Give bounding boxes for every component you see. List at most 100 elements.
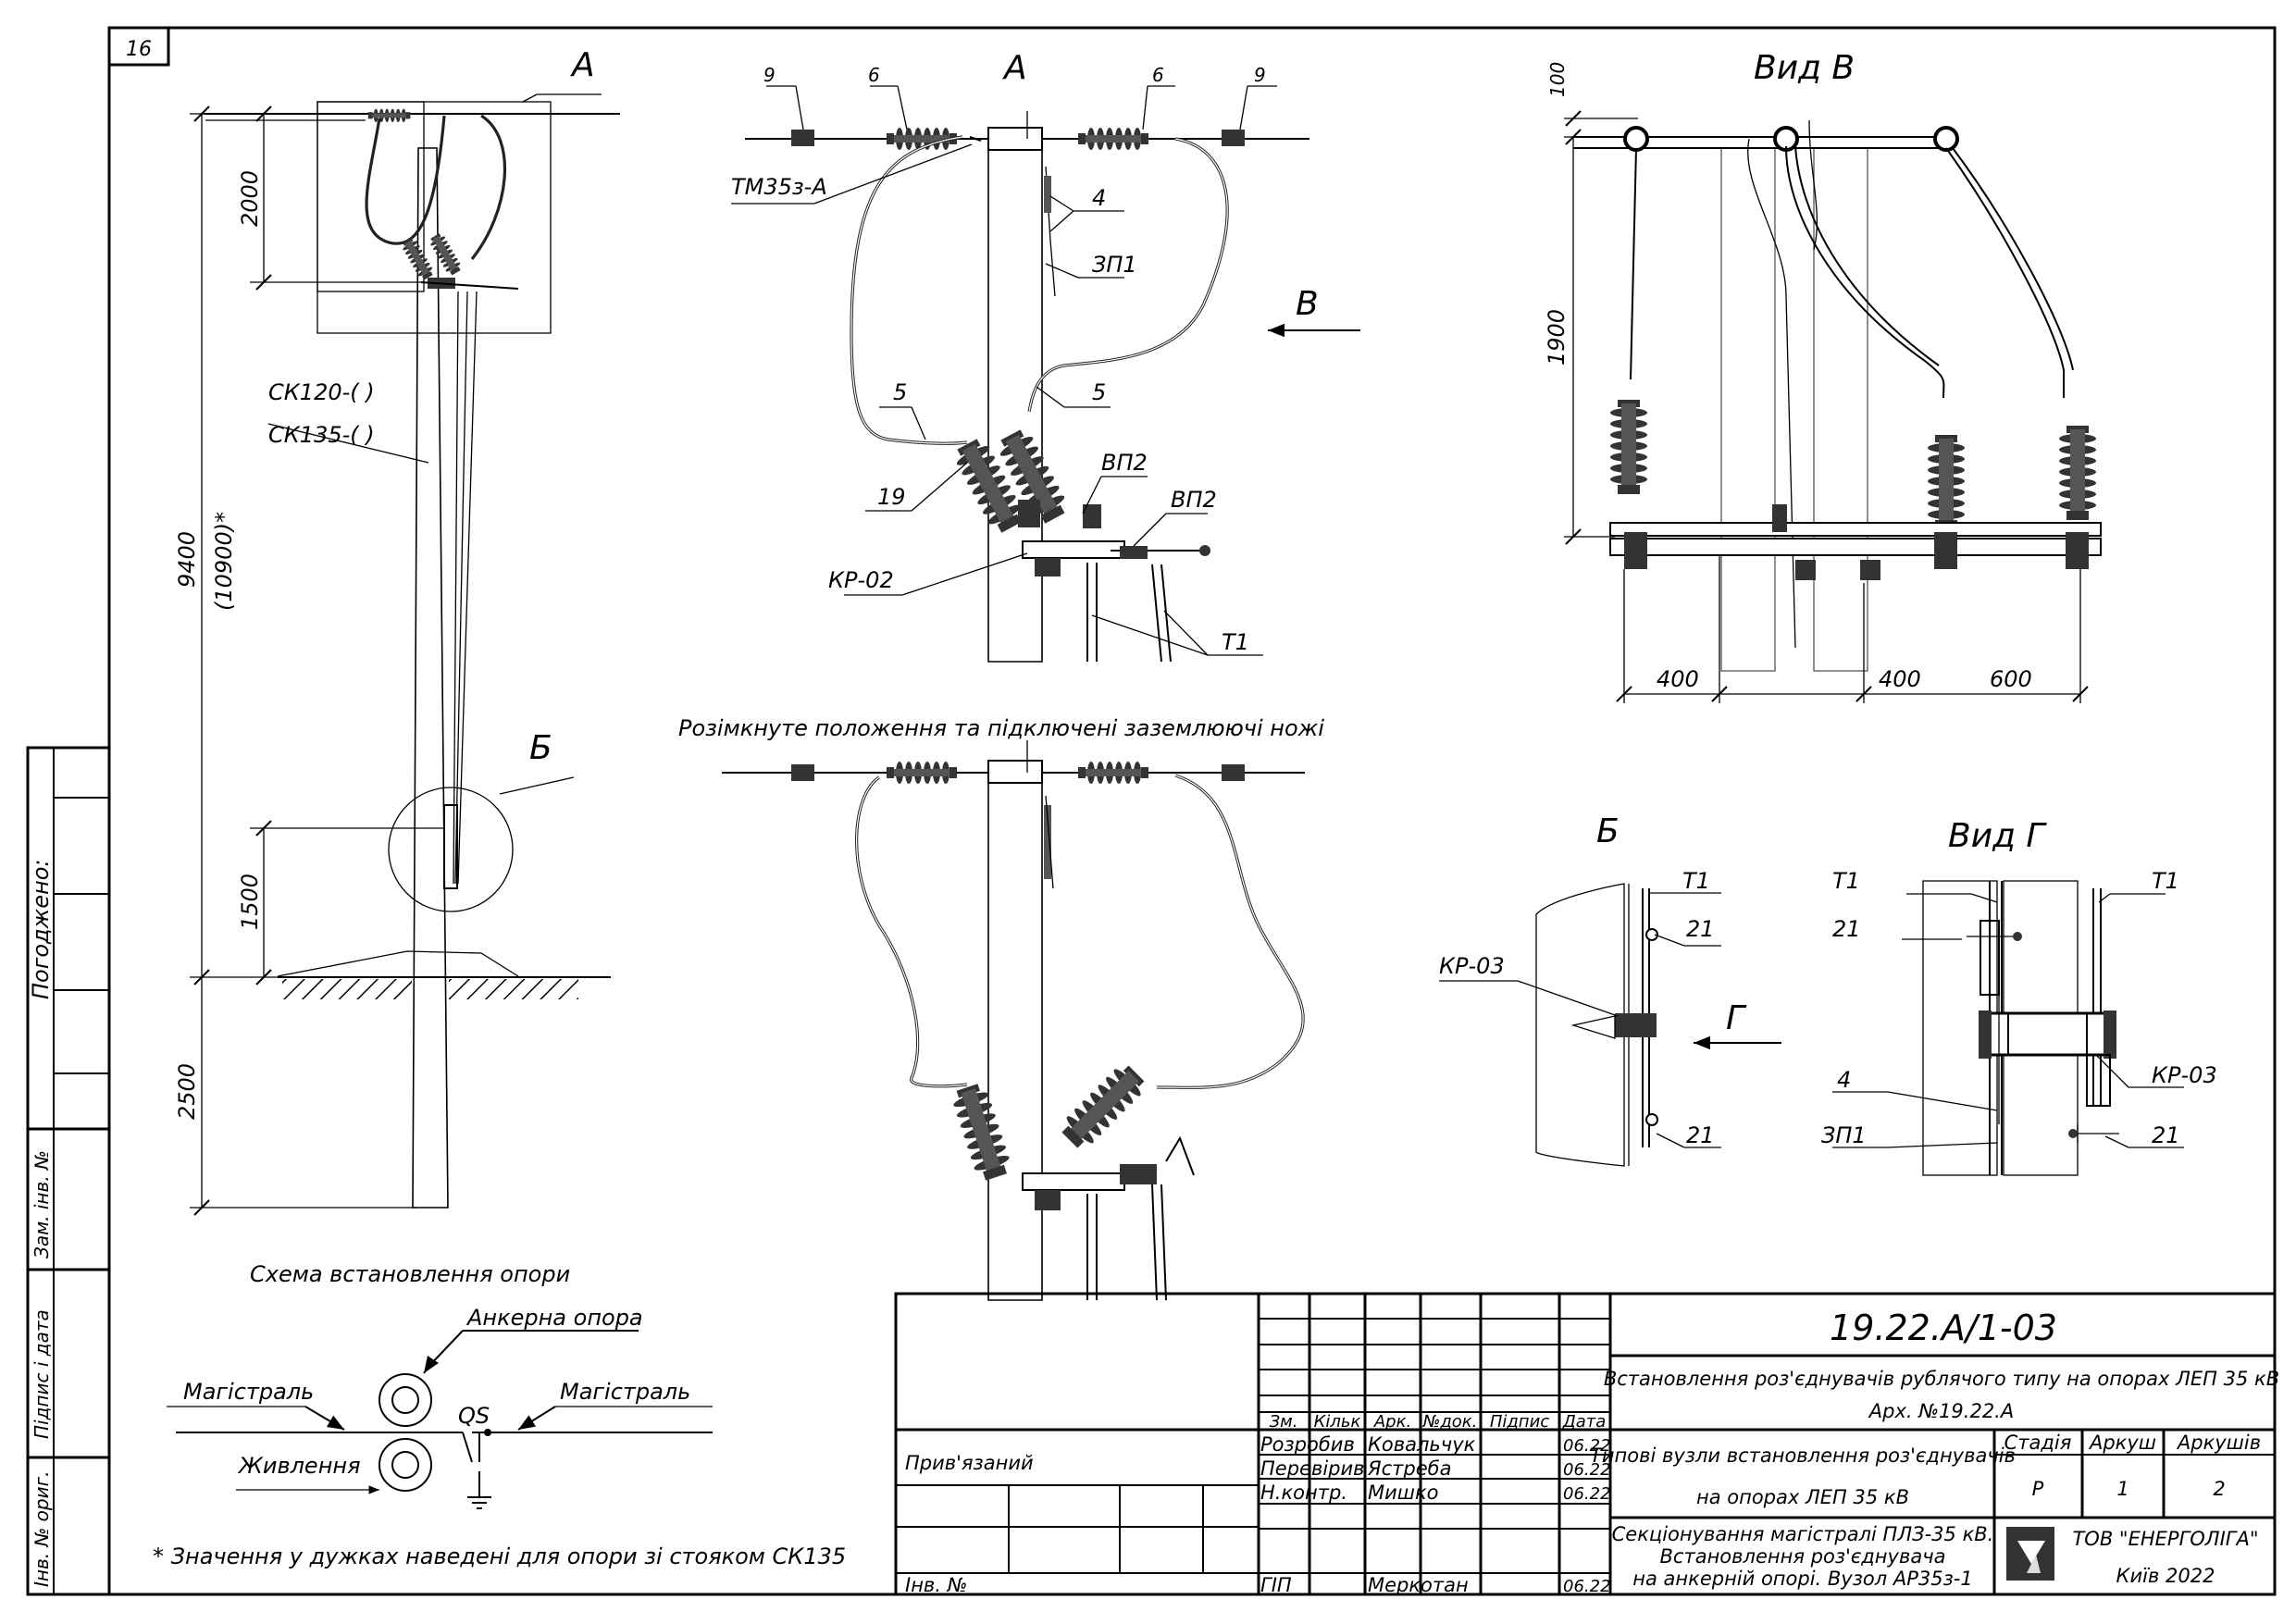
sheets-value: 2	[2213, 1478, 2225, 1500]
date-normcontrol: 06.22	[1563, 1484, 1611, 1504]
dim-1500: 1500	[237, 874, 263, 930]
view-v-dim-100: 100	[1546, 62, 1569, 97]
dim-10900: (10900)*	[211, 512, 237, 611]
view-g-label-21-top: 21	[1832, 916, 1861, 942]
view-a-label-5-right: 5	[1092, 379, 1106, 405]
view-a-title: А	[1002, 49, 1027, 87]
view-v-dim-1900: 1900	[1544, 309, 1570, 366]
view-v-dim-400-left: 400	[1657, 666, 1699, 692]
schematic-title: Схема встановлення опори	[250, 1261, 570, 1287]
view-g-label-21-bottom: 21	[2152, 1122, 2180, 1148]
view-g-label-t1-right: Т1	[2152, 868, 2179, 894]
col-sign: Підпис	[1490, 1412, 1549, 1432]
document-code: 19.22.А/1-03	[1830, 1308, 2057, 1348]
sheet-title-line3: на анкерній опорі. Вузол АР35з-1	[1632, 1568, 1972, 1590]
schematic-main-left: Магістраль	[183, 1379, 314, 1405]
schematic-drawing	[167, 1330, 713, 1509]
col-doc: №док.	[1422, 1412, 1478, 1432]
view-a-label-9-left: 9	[763, 64, 776, 86]
view-v-drawing	[1564, 110, 2102, 703]
view-a-label-6-left: 6	[868, 64, 880, 86]
side-label-replace-inv: Зам. інв. №	[31, 1150, 53, 1258]
schematic-supply: Живлення	[237, 1453, 361, 1479]
detail-b-label-21-top: 21	[1686, 916, 1715, 942]
inv-label: Інв. №	[905, 1574, 968, 1596]
col-sheet: Арк.	[1373, 1412, 1411, 1432]
dim-9400: 9400	[174, 531, 200, 588]
detail-b-title: Б	[1596, 812, 1620, 850]
view-v-title: Вид В	[1754, 49, 1855, 87]
sheet-number: 16	[126, 38, 152, 61]
date-developer: 06.22	[1563, 1436, 1611, 1456]
company-name: ТОВ "ЕНЕРГОЛІГА"	[2072, 1528, 2258, 1550]
name-checker: Ястреба	[1367, 1457, 1451, 1480]
view-v-dim-400-mid: 400	[1879, 666, 1921, 692]
view-a-label-kr02: КР-02	[828, 567, 894, 593]
view-a-label-t1: Т1	[1222, 629, 1249, 655]
role-developer: Розробив	[1260, 1433, 1355, 1456]
view-a-label-9-right: 9	[1254, 64, 1266, 86]
bound-label: Прив'язаний	[905, 1452, 1034, 1474]
sheets-header: Аркушів	[2176, 1432, 2261, 1454]
open-position-drawing	[722, 740, 1305, 1301]
date-checker: 06.22	[1563, 1460, 1611, 1480]
callout-a-label: А	[570, 46, 595, 84]
detail-b-label-21-bottom: 21	[1686, 1122, 1715, 1148]
city-year: Київ 2022	[2116, 1565, 2215, 1587]
view-g-label-kr03: КР-03	[2152, 1062, 2217, 1088]
view-g-drawing	[1832, 880, 2184, 1176]
name-chief-engineer: Меркотан	[1368, 1574, 1469, 1596]
archive-number: Арх. №19.22.А	[1868, 1400, 2014, 1422]
open-position-title: Розімкнуте положення та підключені зазем…	[678, 715, 1324, 741]
role-chief-engineer: ГІП	[1260, 1574, 1292, 1596]
view-a-label-zp1: ЗП1	[1092, 252, 1137, 278]
title-block	[894, 1292, 2277, 1596]
drawing-title-line2: на опорах ЛЕП 35 кВ	[1696, 1486, 1909, 1508]
drawing-title-line1: Типові вузли встановлення роз'єднувачів	[1590, 1444, 2016, 1467]
schematic-main-right: Магістраль	[560, 1379, 690, 1405]
detail-b-drawing	[1439, 883, 1781, 1167]
view-a-label-tm35: ТМ35з-А	[731, 174, 827, 200]
view-g-label-4: 4	[1837, 1067, 1851, 1093]
side-approval-strip: Погоджено: Зам. інв. № Підпис і дата Інв…	[26, 746, 111, 1596]
view-a-label-vp2-1: ВП2	[1101, 450, 1148, 476]
view-a-label-19: 19	[877, 484, 906, 510]
view-g-label-t1-left: Т1	[1832, 868, 1860, 894]
role-normcontrol: Н.контр.	[1260, 1481, 1347, 1504]
col-date: Дата	[1562, 1412, 1607, 1432]
project-title: Встановлення роз'єднувачів рублячого тип…	[1604, 1368, 2279, 1390]
schematic-anchor-label: Анкерна опора	[465, 1305, 643, 1331]
schematic-switch-qs: QS	[458, 1403, 490, 1429]
view-v-dim-600: 600	[1990, 666, 2032, 692]
view-a-label-vp2-2: ВП2	[1171, 487, 1217, 513]
stage-header: Стадія	[2004, 1432, 2072, 1454]
view-g-title: Вид Г	[1948, 817, 2047, 855]
detail-b-arrow-label-g: Г	[1726, 999, 1747, 1037]
role-checker: Перевірив	[1260, 1457, 1365, 1480]
name-normcontrol: Мишко	[1368, 1481, 1439, 1504]
sheet-title-line1: Секціонування магістралі ПЛЗ-35 кВ.	[1612, 1523, 1994, 1545]
schematic-footnote: * Значення у дужках наведені для опори з…	[153, 1543, 846, 1569]
pole-type-1: СК120-( )	[268, 379, 375, 405]
view-g-label-zp1: ЗП1	[1821, 1122, 1867, 1148]
detail-b-label-kr03: КР-03	[1439, 953, 1505, 979]
dim-2000: 2000	[237, 170, 263, 227]
pole-installation-view	[190, 93, 620, 1216]
stage-value: Р	[2032, 1478, 2044, 1500]
view-a-drawing	[731, 85, 1360, 663]
side-label-orig-inv: Інв. № ориг.	[31, 1471, 53, 1587]
dim-2500: 2500	[174, 1063, 200, 1120]
detail-b-label-t1: Т1	[1682, 868, 1710, 894]
view-a-arrow-label-v: В	[1296, 285, 1319, 323]
callout-b-label: Б	[529, 729, 552, 767]
side-label-agreed: Погоджено:	[28, 860, 54, 999]
name-developer: Ковальчук	[1368, 1433, 1476, 1456]
side-label-sign-date: Підпис і дата	[31, 1309, 53, 1439]
sheet-number-box	[107, 26, 170, 67]
sheet-header: Аркуш	[2088, 1432, 2156, 1454]
view-a-label-5-left: 5	[893, 379, 907, 405]
date-chief-engineer: 06.22	[1563, 1577, 1611, 1596]
col-qty: Кільк	[1314, 1412, 1361, 1432]
col-change: Зм.	[1270, 1412, 1298, 1432]
